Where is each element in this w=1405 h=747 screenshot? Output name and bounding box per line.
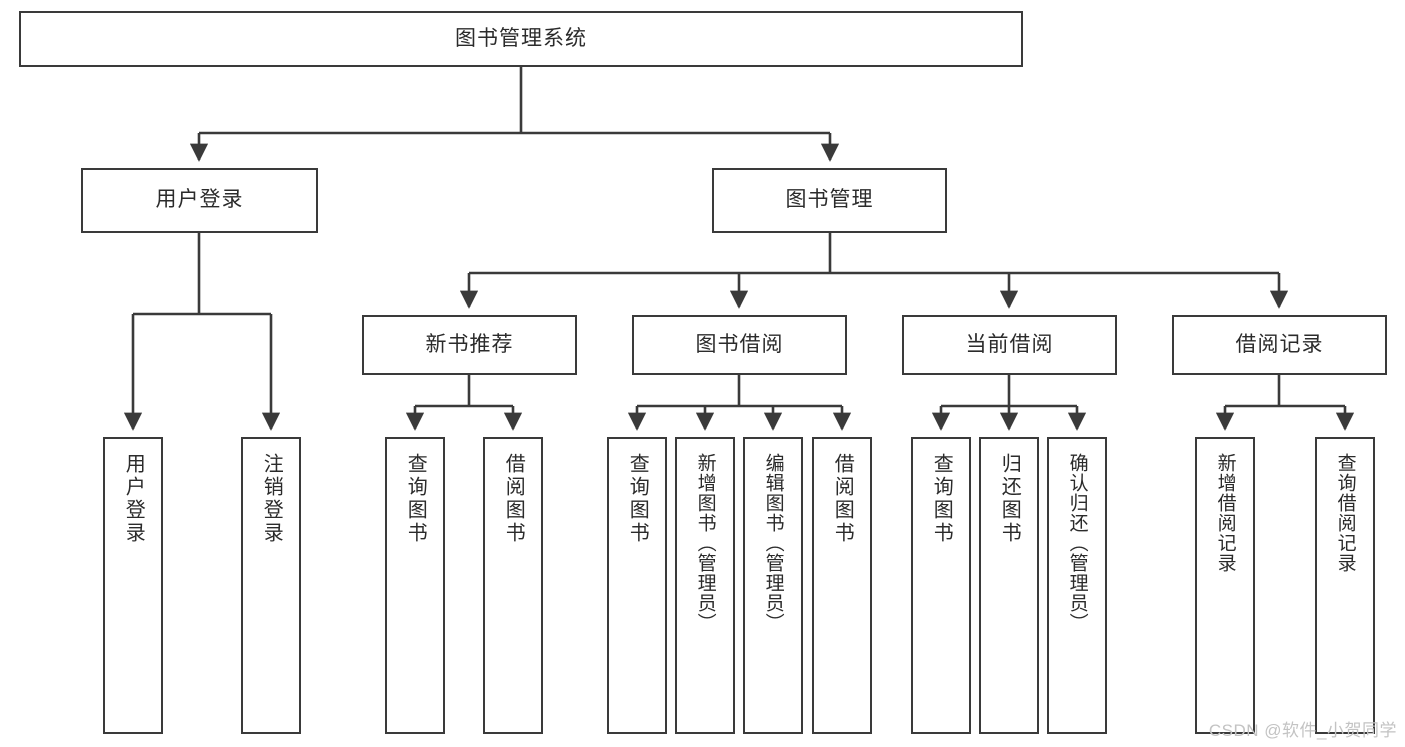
node-label: 用户登录 [122,453,145,545]
node-label: 用户登录 [155,188,244,212]
node-label: 图书借阅 [695,332,784,356]
node-current-borrow[interactable]: 当前借阅 [902,315,1117,375]
node-label: 新增借阅记录 [1214,453,1236,573]
node-label: 查询借阅记录 [1334,453,1356,573]
node-leaf-confirm-return-admin[interactable]: 确认归还（管理员） [1047,437,1107,734]
node-root-system[interactable]: 图书管理系统 [19,11,1023,67]
node-label: 借阅图书 [831,453,854,545]
node-leaf-query-borrow-record[interactable]: 查询借阅记录 [1315,437,1375,734]
node-leaf-edit-book-admin[interactable]: 编辑图书（管理员） [743,437,803,734]
node-label: 图书管理系统 [455,26,587,50]
node-leaf-query-book-recommend[interactable]: 查询图书 [385,437,445,734]
node-label: 查询图书 [404,453,427,545]
node-leaf-query-book-current[interactable]: 查询图书 [911,437,971,734]
node-book-borrow[interactable]: 图书借阅 [632,315,847,375]
node-book-management[interactable]: 图书管理 [712,168,947,233]
node-new-book-recommend[interactable]: 新书推荐 [362,315,577,375]
node-label: 查询图书 [930,453,953,545]
node-leaf-user-login[interactable]: 用户登录 [103,437,163,734]
node-label: 查询图书 [626,453,649,545]
node-label: 图书管理 [785,188,874,212]
node-label: 新书推荐 [425,332,514,356]
node-label: 编辑图书（管理员） [762,453,784,633]
node-user-login[interactable]: 用户登录 [81,168,318,233]
node-leaf-borrow-book[interactable]: 借阅图书 [812,437,872,734]
node-leaf-add-borrow-record[interactable]: 新增借阅记录 [1195,437,1255,734]
node-label: 新增图书（管理员） [694,453,716,633]
node-leaf-logout-login[interactable]: 注销登录 [241,437,301,734]
node-label: 注销登录 [260,453,283,545]
node-borrow-record[interactable]: 借阅记录 [1172,315,1387,375]
node-label: 借阅图书 [502,453,525,545]
watermark: CSDN @软件_小贺同学 [1208,721,1397,740]
node-label: 归还图书 [998,453,1021,545]
node-label: 借阅记录 [1235,332,1324,356]
node-leaf-add-book-admin[interactable]: 新增图书（管理员） [675,437,735,734]
node-label: 当前借阅 [965,332,1054,356]
node-leaf-return-book[interactable]: 归还图书 [979,437,1039,734]
node-leaf-query-book-borrow[interactable]: 查询图书 [607,437,667,734]
node-label: 确认归还（管理员） [1066,453,1088,633]
node-leaf-borrow-book-recommend[interactable]: 借阅图书 [483,437,543,734]
